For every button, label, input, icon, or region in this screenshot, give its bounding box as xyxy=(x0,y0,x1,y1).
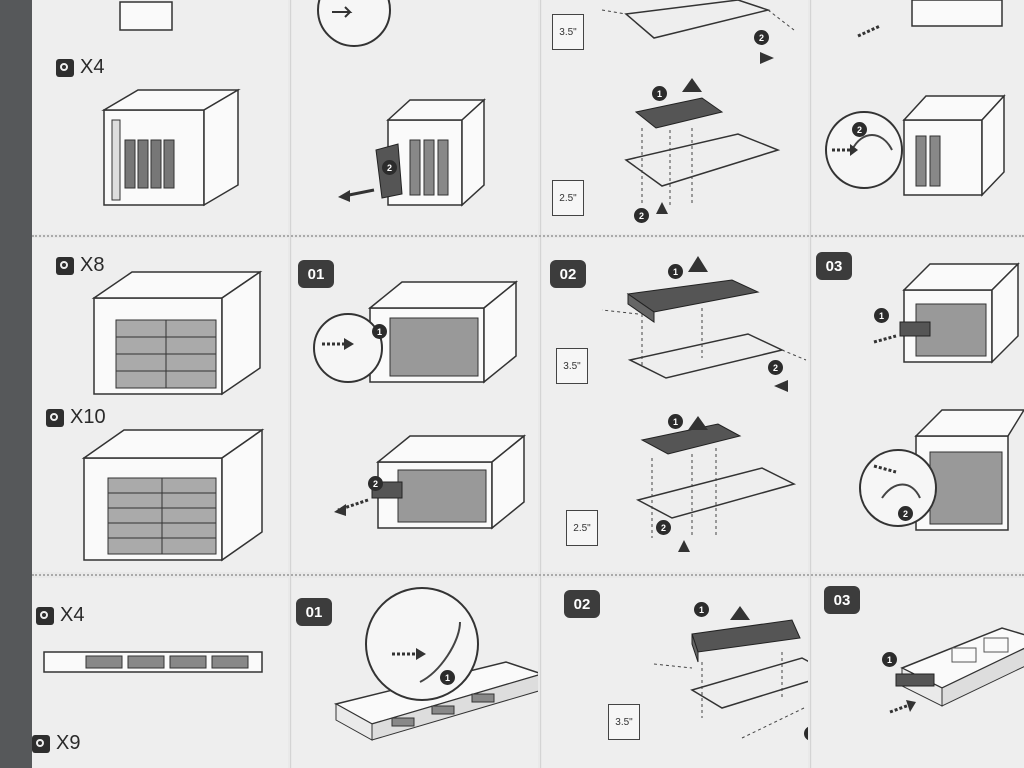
drive-tray-removal-illustration xyxy=(317,0,486,207)
drive-bracket-illustration xyxy=(601,0,795,214)
callout-one: 1 xyxy=(652,86,667,101)
callout-one: 1 xyxy=(668,264,683,279)
quantity-text: X4 xyxy=(80,56,105,78)
step-badge: 01 xyxy=(296,598,332,626)
panel-row3-step2: 02 3.5" 1 2 xyxy=(542,578,808,768)
callout-one: 1 xyxy=(694,602,709,617)
callout-two: 2 xyxy=(852,122,867,137)
callout-two: 2 xyxy=(804,726,808,741)
panel-row1-insert: 2 xyxy=(812,0,1024,234)
drive-bracket-mount-illustration xyxy=(601,256,807,552)
perforation-line xyxy=(32,574,1024,576)
callout-one: 1 xyxy=(874,308,889,323)
quantity-text: X4 xyxy=(60,604,85,626)
hard-drive-icon xyxy=(56,58,74,77)
callout-two: 2 xyxy=(656,520,671,535)
panel-row3-step3: 03 1 xyxy=(812,578,1024,768)
drive-tray-insert-illustration xyxy=(859,262,1024,531)
rackmount-tray-insert-illustration xyxy=(889,627,1024,714)
quantity-label: X8 xyxy=(56,254,104,277)
panel-row2-step3: 03 1 2 xyxy=(812,238,1024,572)
drive-size-2-5: 2.5" xyxy=(552,180,584,216)
quantity-label: X4 xyxy=(56,56,104,79)
panel-row1-step: 2 xyxy=(292,0,538,234)
hard-drive-icon xyxy=(32,734,50,753)
panel-row1-bracket: 3.5" 2.5" 2 1 2 xyxy=(542,0,808,234)
callout-one: 1 xyxy=(440,670,455,685)
quantity-text: X9 xyxy=(56,732,81,754)
rackmount-tray-removal-illustration xyxy=(333,587,538,741)
hard-drive-icon xyxy=(46,408,64,427)
callout-one: 1 xyxy=(372,324,387,339)
quantity-label: X9 xyxy=(32,732,80,755)
quantity-label: X10 xyxy=(46,406,106,429)
instruction-sheet: X4 xyxy=(32,0,1024,768)
callout-two: 2 xyxy=(382,160,397,175)
step-badge: 03 xyxy=(824,586,860,614)
drive-size-3-5: 3.5" xyxy=(552,14,584,50)
callout-two: 2 xyxy=(754,30,769,45)
drive-tray-removal-illustration xyxy=(313,280,527,530)
perforation-line xyxy=(32,235,1024,237)
drive-size-3-5: 3.5" xyxy=(608,704,640,740)
panel-row2-step2: 02 3.5" 2.5" 1 2 xyxy=(542,238,808,572)
step-badge: 02 xyxy=(564,590,600,618)
fold-line xyxy=(290,0,291,768)
panel-row3-devices: X4 X9 xyxy=(32,578,288,768)
nas-8bay-10bay-illustration xyxy=(81,270,265,562)
nas-4bay-illustration xyxy=(101,1,241,207)
panel-row2-step1: 01 1 2 xyxy=(292,238,538,572)
hard-drive-icon xyxy=(56,256,74,275)
hard-drive-icon xyxy=(36,606,54,625)
quantity-text: X8 xyxy=(80,254,105,276)
step-badge: 02 xyxy=(550,260,586,288)
fold-line xyxy=(810,0,811,768)
panel-row3-step1: 01 1 xyxy=(292,578,538,768)
drive-bracket-mount-illustration xyxy=(653,606,808,739)
panel-row2-devices: X8 X10 xyxy=(32,238,288,572)
panel-row1-device: X4 xyxy=(32,0,288,234)
step-badge: 03 xyxy=(816,252,852,280)
drive-size-2-5: 2.5" xyxy=(566,510,598,546)
quantity-label: X4 xyxy=(36,604,84,627)
callout-one: 1 xyxy=(668,414,683,429)
callout-two: 2 xyxy=(898,506,913,521)
step-badge: 01 xyxy=(298,260,334,288)
callout-two: 2 xyxy=(368,476,383,491)
callout-two: 2 xyxy=(768,360,783,375)
callout-two: 2 xyxy=(634,208,649,223)
drive-size-3-5: 3.5" xyxy=(556,348,588,384)
rackmount-nas-illustration xyxy=(43,651,263,673)
callout-one: 1 xyxy=(882,652,897,667)
quantity-text: X10 xyxy=(70,406,106,428)
fold-line xyxy=(540,0,541,768)
drive-tray-insert-illustration xyxy=(825,0,1006,197)
